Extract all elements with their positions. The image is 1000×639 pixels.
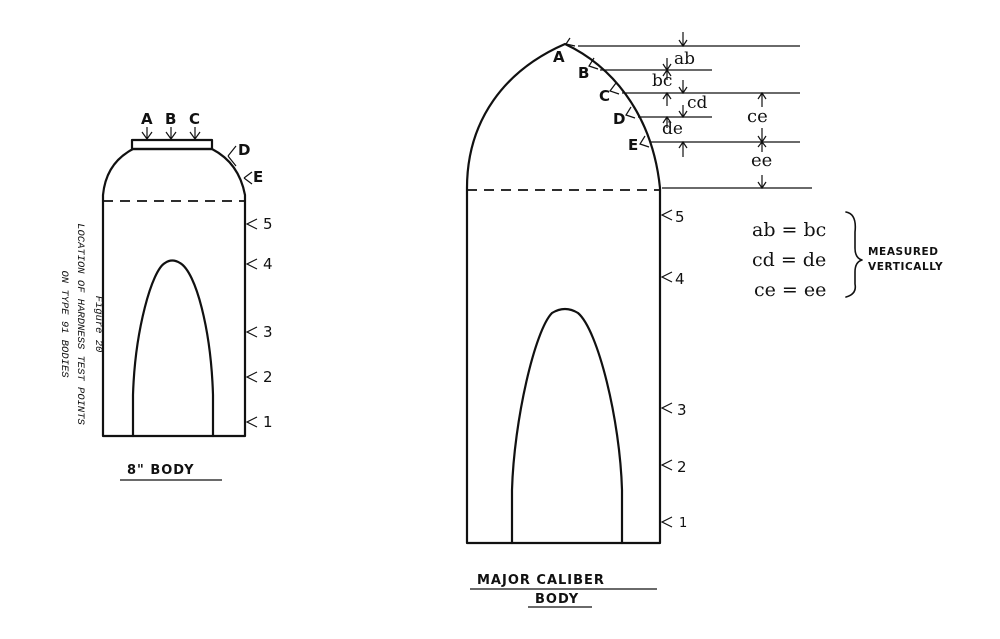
small-marker-d	[227, 145, 237, 167]
major-point-1: 1	[679, 516, 687, 531]
measured-note-line1: MEASURED	[868, 246, 939, 258]
major-point-b: B	[578, 64, 589, 82]
dim-ee: ee	[751, 150, 772, 171]
small-point-1: 1	[263, 413, 273, 431]
dim-bc: bc	[652, 71, 672, 91]
major-marker-d	[625, 106, 636, 119]
small-point-c: C	[189, 110, 200, 128]
major-marker-e	[639, 135, 650, 148]
major-point-3: 3	[677, 401, 687, 419]
small-marker-3	[245, 326, 258, 338]
major-body-cavity	[510, 307, 624, 545]
small-point-b: B	[165, 110, 176, 128]
major-marker-5	[660, 209, 673, 221]
major-marker-3	[660, 402, 673, 414]
figure-caption-line3: ON TYPE 91 BODIES	[58, 270, 70, 378]
equations: ab = bc cd = de ce = ee	[752, 219, 826, 301]
major-side-points: 5 4 3 2 1	[660, 208, 687, 531]
figure-caption-line1: Figure 20	[92, 296, 104, 353]
figure-caption-line2: LOCATION OF HARDNESS TEST POINTS	[74, 223, 86, 425]
major-point-5: 5	[675, 208, 685, 226]
small-point-3: 3	[263, 323, 273, 341]
small-point-4: 4	[263, 255, 273, 273]
figure-caption: Figure 20 LOCATION OF HARDNESS TEST POIN…	[58, 223, 104, 425]
equation-ce-ee: ce = ee	[754, 279, 826, 301]
small-marker-4	[245, 258, 258, 270]
equation-ab-bc: ab = bc	[752, 219, 826, 241]
small-arrow-a	[141, 127, 153, 141]
major-nose-points: A B C D E	[553, 37, 650, 154]
major-point-a: A	[553, 48, 565, 66]
major-marker-1	[660, 516, 673, 528]
equations-brace	[845, 211, 863, 298]
major-body-outline	[465, 42, 662, 545]
small-body-outline	[101, 147, 247, 438]
major-marker-c	[609, 82, 620, 95]
major-marker-b	[588, 57, 599, 70]
equation-cd-de: cd = de	[752, 249, 826, 271]
major-body-drawing	[465, 42, 662, 545]
dim-ab: ab	[674, 49, 695, 69]
small-point-e: E	[253, 168, 263, 186]
major-point-d: D	[613, 110, 625, 128]
major-body-caption: MAJOR CALIBER BODY	[470, 573, 657, 608]
small-arrow-c	[189, 127, 201, 141]
major-marker-2	[660, 459, 673, 471]
small-upper-points: D E	[227, 141, 263, 186]
small-body-drawing	[101, 138, 247, 438]
major-point-c: C	[599, 87, 610, 105]
major-point-e: E	[628, 136, 638, 154]
major-point-2: 2	[677, 458, 687, 476]
small-point-2: 2	[263, 368, 273, 386]
dimension-arrows	[662, 32, 767, 190]
small-marker-2	[245, 371, 258, 383]
major-caption-line2: BODY	[535, 592, 579, 607]
small-body-top-pad	[130, 138, 214, 151]
small-marker-5	[245, 218, 258, 230]
major-marker-4	[660, 271, 673, 283]
dimension-reference-lines	[578, 45, 812, 189]
major-point-4: 4	[675, 270, 685, 288]
small-point-a: A	[141, 110, 153, 128]
small-marker-1	[245, 416, 258, 428]
dimension-labels: ab bc cd de ce ee	[652, 49, 772, 171]
dim-cd: cd	[687, 93, 708, 113]
measured-note: MEASURED VERTICALLY	[868, 246, 943, 273]
small-top-points: A B C	[141, 110, 201, 141]
dim-de: de	[662, 119, 683, 139]
small-body-caption: 8" BODY	[127, 463, 195, 478]
small-point-d: D	[238, 141, 250, 159]
small-side-points: 5 4 3 2 1	[245, 215, 273, 431]
small-arrow-b	[165, 127, 177, 141]
small-marker-e	[243, 171, 253, 185]
dim-ce: ce	[747, 106, 768, 127]
small-body-cavity	[131, 259, 215, 438]
major-caption-line1: MAJOR CALIBER	[477, 573, 605, 588]
major-marker-a	[565, 37, 576, 47]
measured-note-line2: VERTICALLY	[868, 261, 943, 273]
small-point-5: 5	[263, 215, 273, 233]
